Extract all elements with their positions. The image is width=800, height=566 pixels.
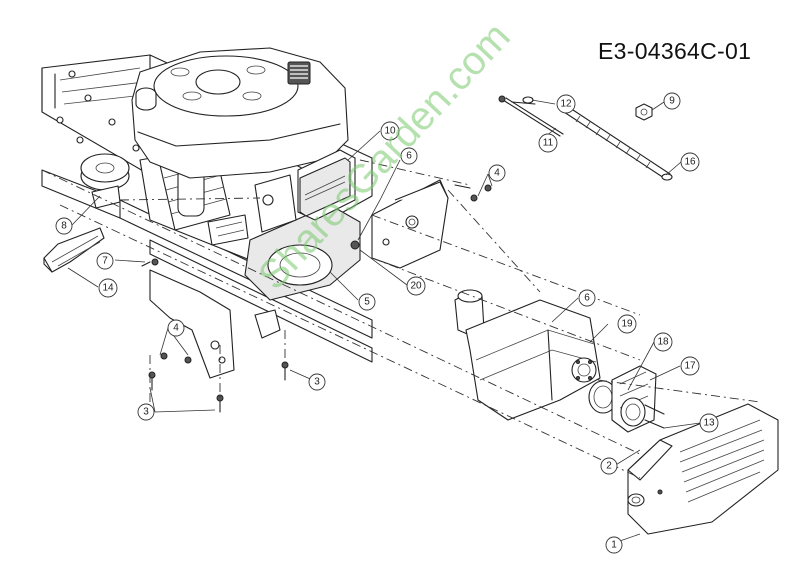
callout-leaders <box>67 99 701 544</box>
svg-text:4: 4 <box>494 168 500 179</box>
svg-text:3: 3 <box>143 407 149 418</box>
svg-text:14: 14 <box>102 283 114 294</box>
svg-text:6: 6 <box>406 151 412 162</box>
engine <box>131 47 361 301</box>
throttle-cable <box>498 95 564 137</box>
svg-text:12: 12 <box>560 99 572 110</box>
svg-text:4: 4 <box>173 323 179 334</box>
callout-8: 8 <box>55 217 73 235</box>
callout-10: 10 <box>380 121 400 141</box>
callout-4b: 4 <box>488 164 506 182</box>
diagram-code: E3-04364C-01 <box>598 38 752 64</box>
svg-text:16: 16 <box>684 157 696 168</box>
svg-text:2: 2 <box>606 461 612 472</box>
svg-text:5: 5 <box>364 297 370 308</box>
callout-2: 2 <box>600 457 618 475</box>
svg-text:10: 10 <box>384 126 396 137</box>
svg-text:1: 1 <box>611 540 617 551</box>
svg-text:7: 7 <box>102 256 108 267</box>
muffler-guard <box>627 403 779 535</box>
callout-18: 18 <box>653 332 673 352</box>
svg-text:8: 8 <box>61 221 67 232</box>
exhaust-outlet <box>620 397 665 429</box>
pulley-assembly <box>80 153 130 209</box>
phantom-lines <box>41 159 761 479</box>
callout-1: 1 <box>605 536 623 554</box>
callout-7: 7 <box>96 252 114 270</box>
spring <box>563 107 673 181</box>
nut <box>635 103 653 121</box>
callout-4a: 4 <box>167 319 185 337</box>
svg-text:9: 9 <box>669 96 675 107</box>
callout-9: 9 <box>663 92 681 110</box>
callout-20: 20 <box>406 276 426 296</box>
callout-5: 5 <box>358 293 376 311</box>
svg-text:20: 20 <box>410 281 422 292</box>
callout-3a: 3 <box>137 403 155 421</box>
svg-text:19: 19 <box>621 319 633 330</box>
svg-text:18: 18 <box>657 337 669 348</box>
callout-14: 14 <box>98 278 118 298</box>
callout-6b: 6 <box>578 289 596 307</box>
svg-text:13: 13 <box>703 418 715 429</box>
svg-text:6: 6 <box>584 293 590 304</box>
callout-19: 19 <box>617 314 637 334</box>
callout-16: 16 <box>680 152 700 172</box>
callout-12: 12 <box>556 94 576 114</box>
callout-17: 17 <box>680 356 700 376</box>
svg-text:11: 11 <box>543 138 554 149</box>
callout-6a: 6 <box>400 147 418 165</box>
callout-11: 11 <box>538 133 558 153</box>
callout-13: 13 <box>699 413 719 433</box>
svg-text:3: 3 <box>314 377 320 388</box>
callout-3b: 3 <box>308 373 326 391</box>
heat-shield <box>43 227 105 273</box>
svg-text:17: 17 <box>684 361 696 372</box>
